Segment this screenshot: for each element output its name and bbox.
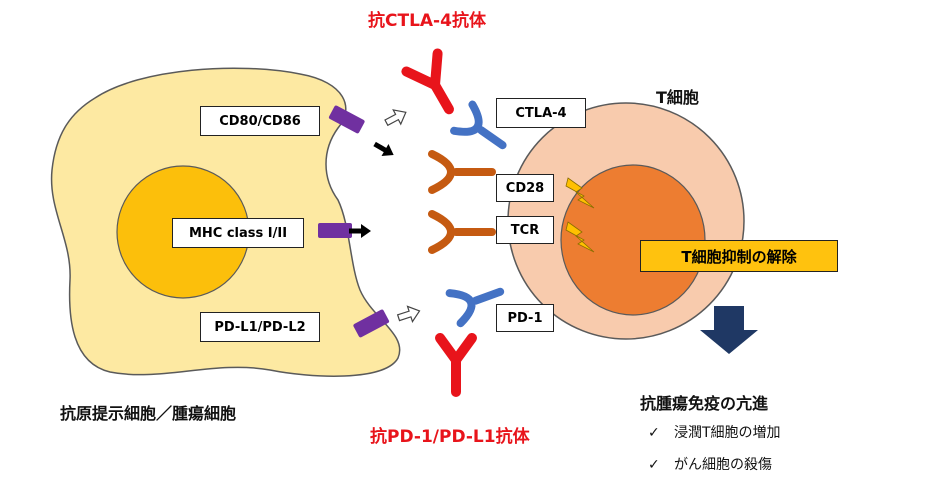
anti-pd1-label: 抗PD-1/PD-L1抗体 <box>370 427 530 447</box>
down-arrow-icon <box>700 306 758 354</box>
receptor-label-cd28: CD28 <box>496 174 554 202</box>
check-icon: ✓ <box>648 425 660 441</box>
ligand-label-mhc: MHC class I/II <box>172 218 304 248</box>
receptor-label-ctla4: CTLA-4 <box>496 98 586 128</box>
ligand-label-pdl1-pdl2: PD-L1/PD-L2 <box>200 312 320 342</box>
check-icon: ✓ <box>648 457 660 473</box>
receptor-label-tcr: TCR <box>496 216 554 244</box>
filled-arrow-tcr <box>349 224 371 238</box>
outcome-item: ✓ 浸潤T細胞の増加 <box>648 422 781 442</box>
ligand-pdl1-pdl2 <box>353 309 390 338</box>
pd1-receptor-shape <box>445 287 505 328</box>
filled-arrow-cd28 <box>373 141 394 157</box>
tcr-receptor-shape <box>428 210 496 254</box>
anti-ctla4-label: 抗CTLA-4抗体 <box>368 11 486 31</box>
open-arrow-cd80 <box>384 109 407 127</box>
ligand-mhc <box>318 223 352 238</box>
lightning-icon <box>565 221 595 253</box>
ligand-label-cd80-cd86: CD80/CD86 <box>200 106 320 136</box>
outcome-item-text: 浸潤T細胞の増加 <box>674 425 781 441</box>
outcome-item-text: がん細胞の殺傷 <box>674 457 772 473</box>
ligand-cd80-cd86 <box>328 105 365 134</box>
anti-pd1-antibody-shape <box>435 333 477 397</box>
apc-label: 抗原提示細胞／腫瘍細胞 <box>60 404 237 423</box>
outcome-title: 抗腫瘍免疫の亢進 <box>640 394 769 413</box>
anti-ctla4-antibody-shape <box>401 48 454 115</box>
open-arrow-pdl1 <box>396 305 421 323</box>
lightning-icon <box>565 177 595 209</box>
cd28-receptor-shape <box>428 150 496 194</box>
receptor-label-pd1: PD-1 <box>496 304 554 332</box>
outcome-item: ✓ がん細胞の殺傷 <box>648 454 772 474</box>
t-cell-inhibition-release-box: T細胞抑制の解除 <box>640 240 838 272</box>
ctla4-receptor-shape <box>450 100 507 150</box>
t-cell-label: T細胞 <box>656 88 699 107</box>
